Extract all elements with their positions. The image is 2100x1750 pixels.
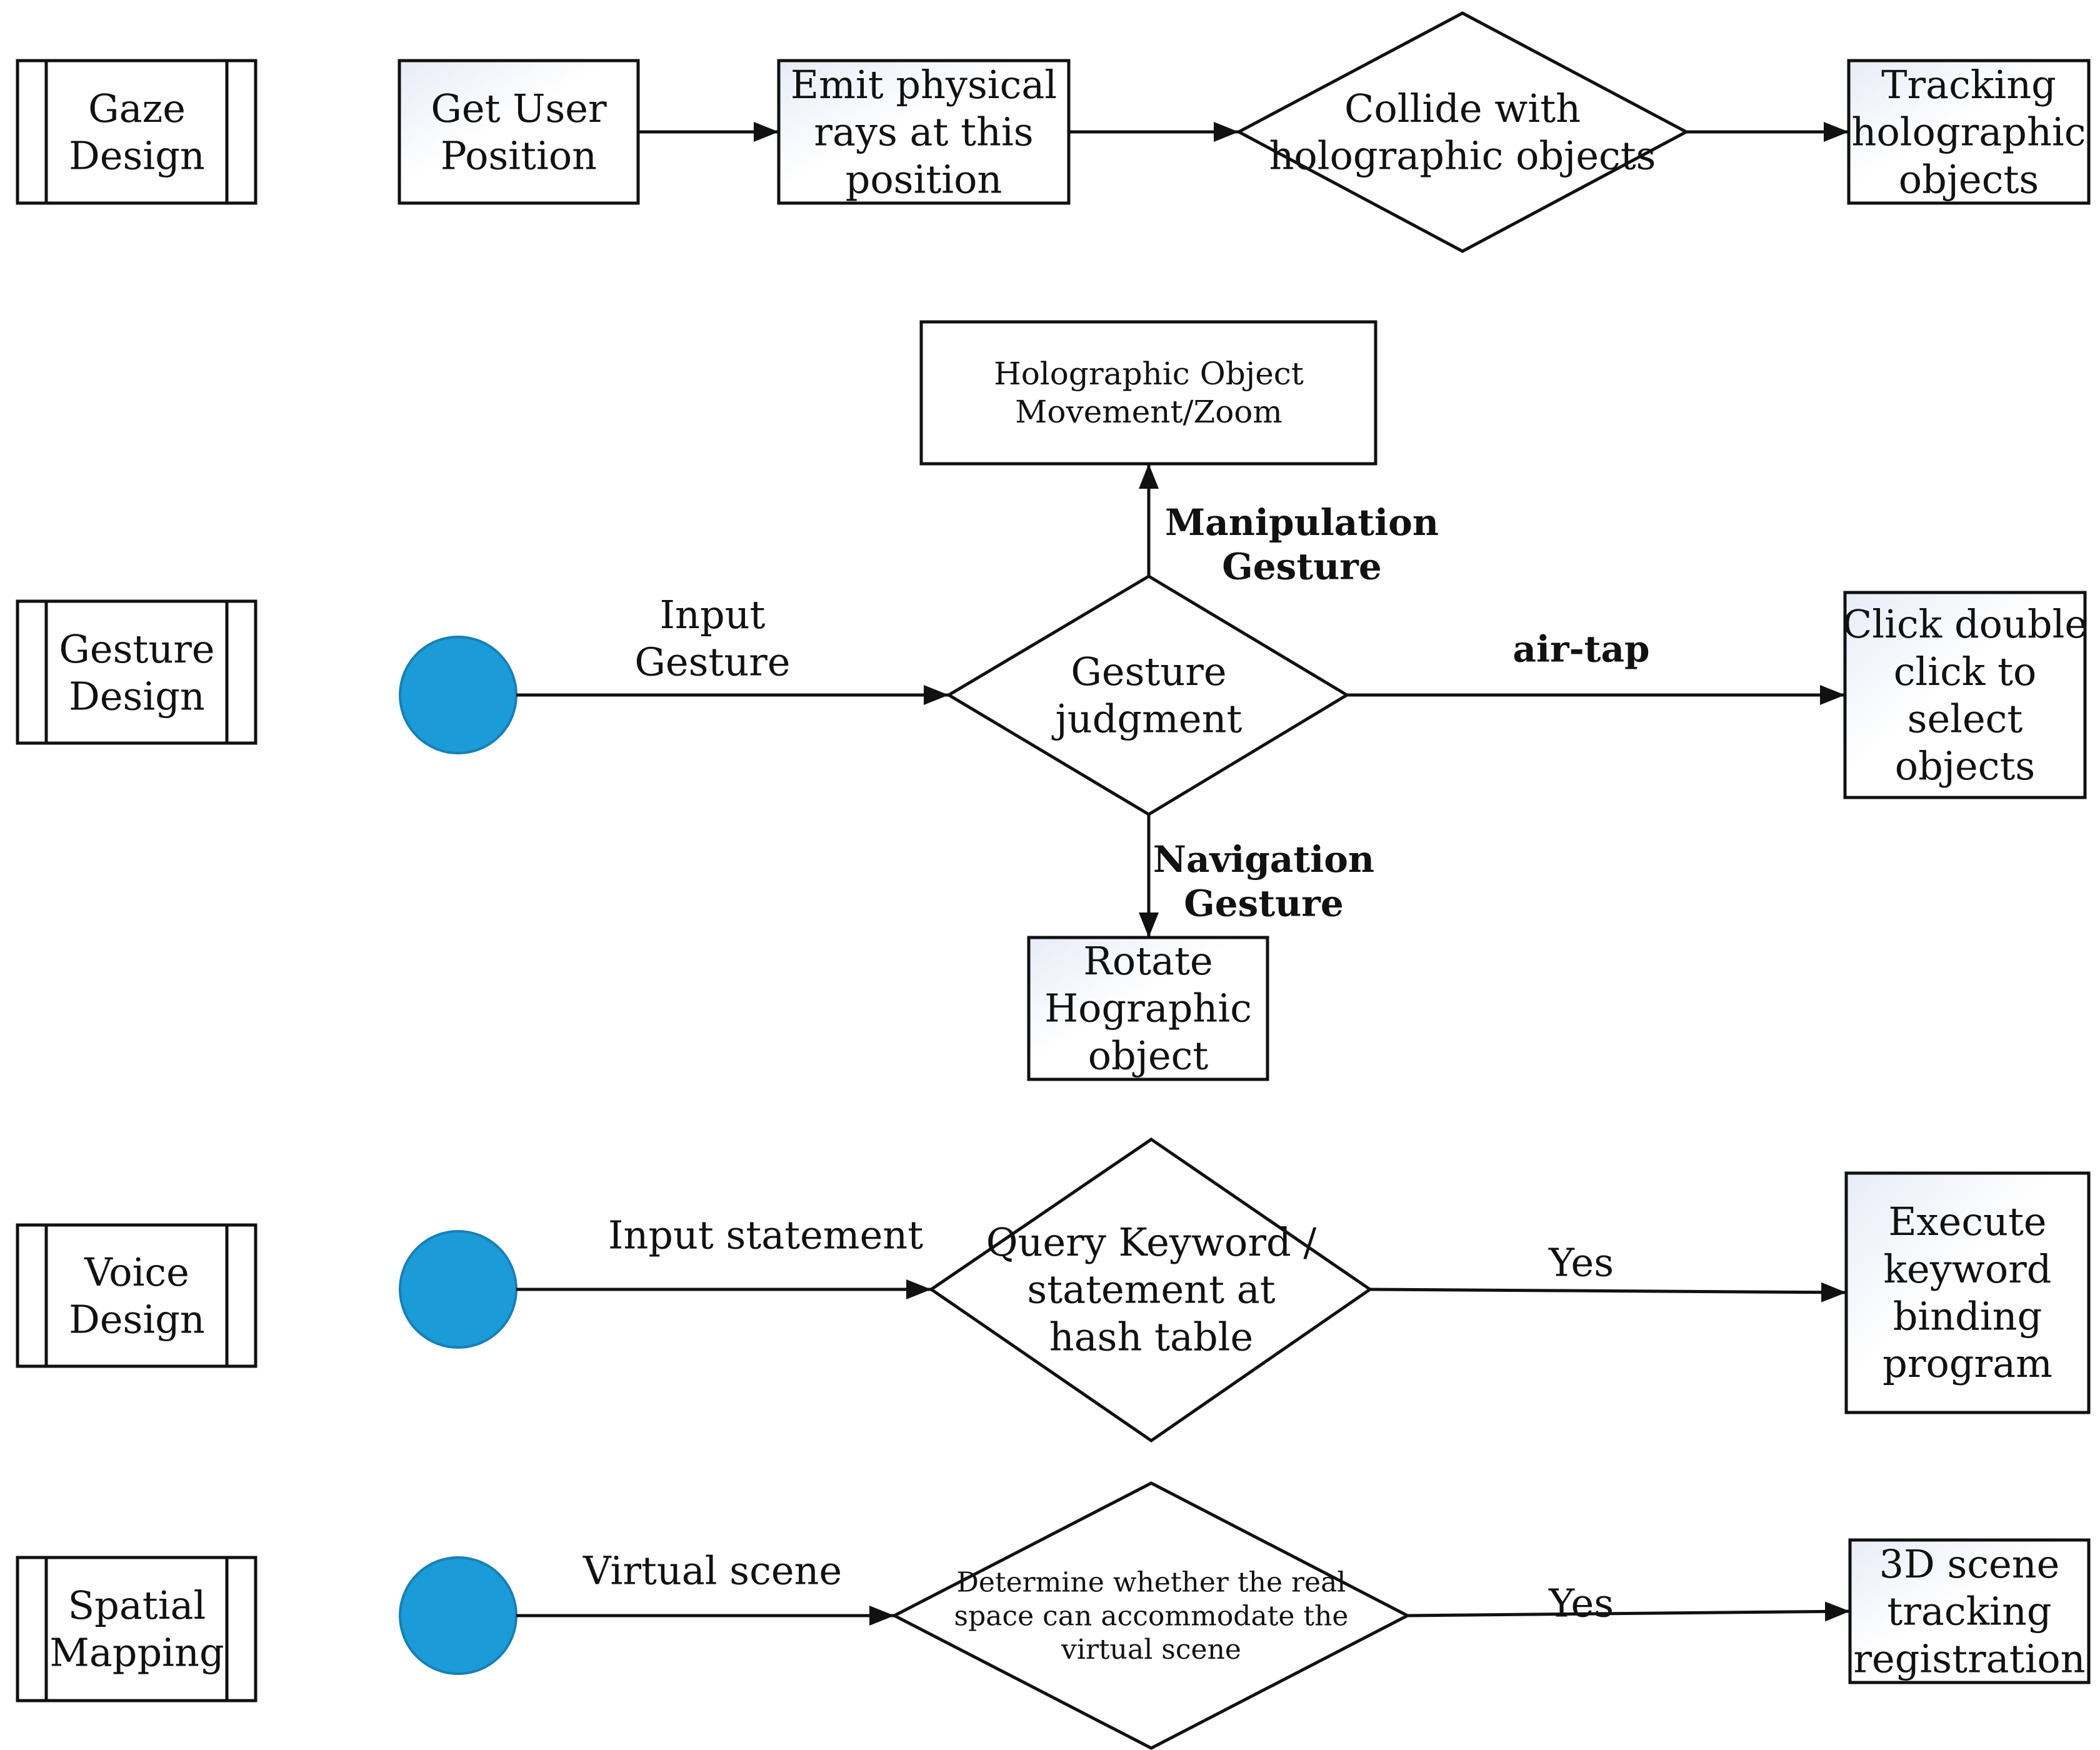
voice-yes-label: Yes xyxy=(1548,1240,1614,1286)
voice-yes-edge xyxy=(1369,1282,1847,1302)
spatial-yes-label: Yes xyxy=(1548,1581,1614,1626)
voice-input-label: Input statement xyxy=(608,1212,923,1258)
spatial-input-label: Virtual scene xyxy=(582,1548,842,1594)
spatial-yes-edge xyxy=(1407,1601,1851,1622)
spatial-start-node xyxy=(399,1556,518,1675)
voice-start-node xyxy=(399,1230,518,1349)
gesture-airtap-label: air-tap xyxy=(1512,628,1649,670)
gesture-start-node xyxy=(399,636,518,754)
